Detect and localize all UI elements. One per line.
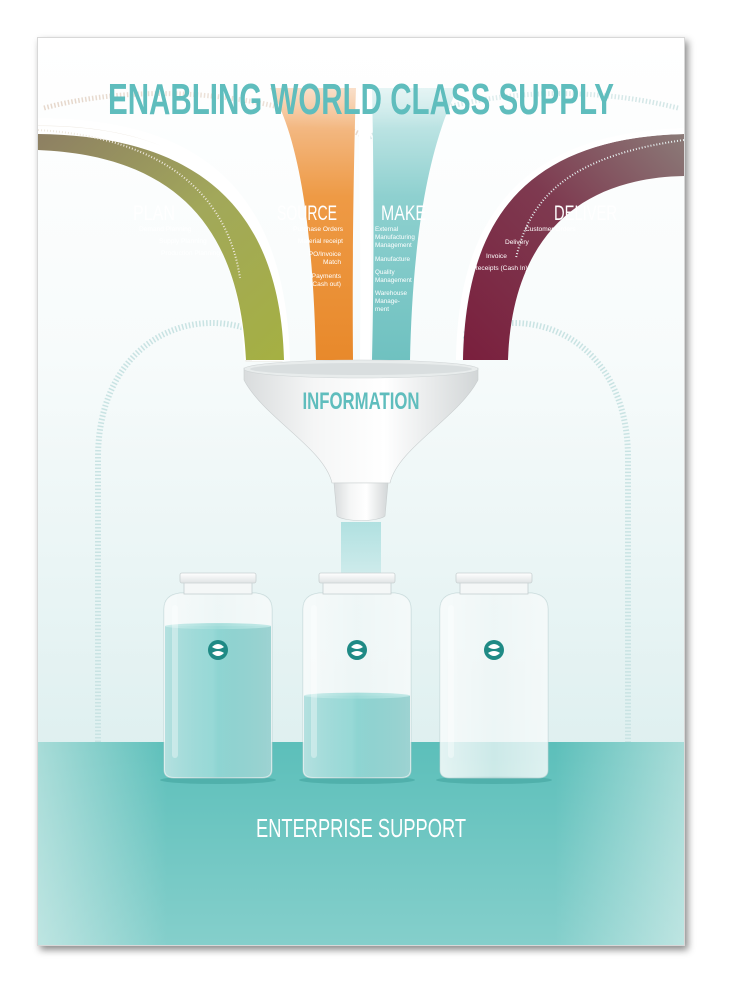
jar-logo-icon <box>484 640 504 660</box>
make-item: Manufacturing <box>375 234 415 241</box>
jar-logo-icon <box>208 640 228 660</box>
jar-empty <box>436 572 552 784</box>
plan-item: Production Planning <box>161 250 220 257</box>
source-item: Purchase Orders <box>293 226 344 233</box>
make-item: Warehouse <box>375 290 407 297</box>
jar-half <box>299 572 415 784</box>
deliver-item: Customer Orders <box>525 226 576 233</box>
make-item: ment <box>375 306 389 313</box>
source-item: PO/Invoice <box>309 251 342 258</box>
enterprise-support-label: ENTERPRISE SUPPORT <box>256 813 466 843</box>
deliver-item: Delivery <box>505 239 530 246</box>
make-item: Management <box>375 277 412 284</box>
stream-label-source: SOURCE <box>277 202 337 225</box>
source-item: (Cash out) <box>310 281 341 288</box>
source-item: Payments <box>312 273 342 280</box>
stream-label-deliver: DELIVER <box>554 202 617 225</box>
jars <box>160 572 552 784</box>
stream-plan <box>38 134 284 360</box>
make-item: Management <box>375 242 412 249</box>
stream-label-plan: PLAN <box>133 202 175 225</box>
information-beam <box>341 522 381 577</box>
funnel: INFORMATION <box>243 359 479 521</box>
supply-diagram: ENABLING WORLD CLASS SUPPLY PLAN Demand … <box>38 38 684 945</box>
make-item: Manufacture <box>375 256 410 263</box>
source-item: Material receipt <box>298 238 343 245</box>
stream-label-make: MAKE <box>381 202 426 225</box>
poster-title: ENABLING WORLD CLASS SUPPLY <box>108 75 614 124</box>
jar-logo-icon <box>347 640 367 660</box>
deliver-item: Receipts (Cash In) <box>473 265 528 272</box>
jar-lid <box>179 572 257 584</box>
jar-lid <box>318 572 396 584</box>
make-item: Manage- <box>375 298 400 305</box>
jar-full <box>160 572 276 784</box>
jar-lid <box>455 572 533 584</box>
make-item: Quality <box>375 269 395 276</box>
funnel-label: INFORMATION <box>303 388 420 415</box>
make-item: External <box>375 226 398 233</box>
deliver-item: Invoice <box>486 253 507 260</box>
source-item: Match <box>323 259 341 266</box>
poster: ENABLING WORLD CLASS SUPPLY PLAN Demand … <box>37 37 685 946</box>
plan-item: Supply Planning <box>159 238 207 245</box>
plan-item: Demand Planning <box>139 226 192 233</box>
